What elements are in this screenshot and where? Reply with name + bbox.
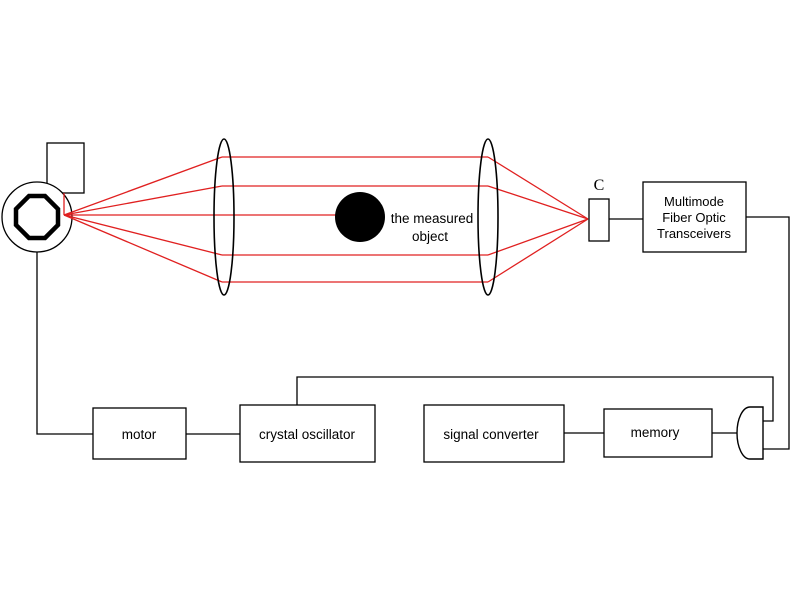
transceiver-box	[642, 181, 747, 253]
receiver-c-label: C	[594, 177, 605, 194]
wire-scanner-to-motor	[36, 252, 93, 435]
transceiver-label-line3: Transceivers	[657, 226, 731, 241]
crystal-oscillator-box	[239, 404, 376, 463]
collimating-lens-icon	[213, 138, 235, 296]
wire-transceiver-to-gate	[746, 216, 790, 450]
transceiver-label-line2: Fiber Optic	[662, 210, 726, 225]
collimated-beams	[222, 156, 488, 283]
receiver-c	[588, 198, 610, 242]
wire-oscillator-to-gate	[296, 376, 774, 422]
motor-box	[92, 407, 187, 460]
scan-beam-fan-right	[487, 156, 589, 283]
focusing-lens-icon	[477, 138, 499, 296]
scan-beam-fan-left	[63, 156, 223, 283]
memory-label: memory	[631, 425, 680, 440]
crystal-oscillator-label: crystal oscillator	[259, 427, 356, 442]
measured-object-label-line1: the measured	[391, 211, 474, 226]
rotating-polygon-mirror-icon	[1, 181, 73, 253]
measured-object-label-line2: object	[412, 229, 448, 244]
measured-object-icon	[335, 192, 385, 242]
memory-box	[603, 408, 713, 458]
transceiver-label-line1: Multimode	[664, 194, 724, 209]
signal-converter-label: signal converter	[443, 427, 539, 442]
laser-source-icon	[46, 142, 85, 194]
motor-label: motor	[122, 427, 157, 442]
and-gate-icon	[736, 406, 764, 460]
